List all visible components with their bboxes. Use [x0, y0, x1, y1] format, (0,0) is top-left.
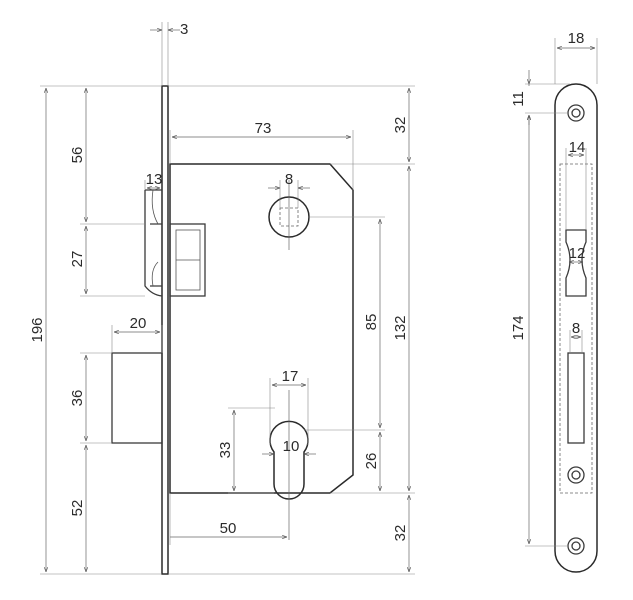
forend-inner-outline	[559, 163, 593, 494]
dim-screw-hole-offset: 11	[510, 91, 527, 107]
dim-spindle-size: 8	[285, 171, 293, 188]
dim-forend-length: 174	[510, 315, 527, 340]
latch-bolt	[144, 189, 206, 297]
dim-case-depth: 73	[255, 120, 272, 137]
dim-total-height: 196	[29, 317, 46, 342]
front-view: 196 56 27 36 52 32 132 32 85 26 33 3 73 …	[29, 21, 415, 575]
dim-cylinder-upper-height: 33	[217, 442, 234, 459]
dim-latch-height: 27	[69, 251, 86, 268]
dim-latch-top-offset: 56	[69, 147, 86, 164]
dim-latch-projection: 13	[146, 171, 163, 188]
dim-case-bottom-offset: 32	[392, 525, 409, 542]
dim-cylinder-lower-height: 26	[363, 453, 380, 470]
screw-hole-bottom	[567, 537, 585, 555]
forend-plate	[161, 85, 169, 575]
dim-bolt-height: 36	[69, 390, 86, 407]
dim-backset: 50	[220, 520, 237, 537]
spindle-hub	[268, 180, 310, 250]
forend-plate-face	[554, 83, 598, 573]
dim-case-height: 132	[392, 315, 409, 340]
lock-case-body	[169, 163, 354, 494]
dim-cylinder-lower-width: 10	[283, 438, 300, 455]
dim-forend-thickness: 3	[180, 21, 188, 38]
dim-cylinder-width: 17	[282, 368, 299, 385]
dim-strike-bolt-width: 8	[572, 320, 580, 337]
dim-forend-width: 18	[568, 30, 585, 47]
screw-hole-top	[567, 104, 585, 122]
dim-bolt-projection: 20	[130, 315, 147, 332]
forend-view: 18 11 174 14 12 8	[510, 30, 598, 573]
bolt-opening	[567, 352, 585, 444]
screw-hole-middle	[567, 466, 585, 484]
dead-bolt	[111, 352, 163, 444]
dim-centre-distance: 85	[363, 314, 380, 331]
dim-bolt-bottom-offset: 52	[69, 500, 86, 517]
dim-case-top-offset: 32	[392, 117, 409, 134]
dim-strike-latch-height: 12	[569, 245, 586, 262]
cylinder-cutout	[269, 390, 309, 540]
dim-strike-latch-width: 14	[569, 139, 586, 156]
latch-opening	[565, 229, 587, 297]
